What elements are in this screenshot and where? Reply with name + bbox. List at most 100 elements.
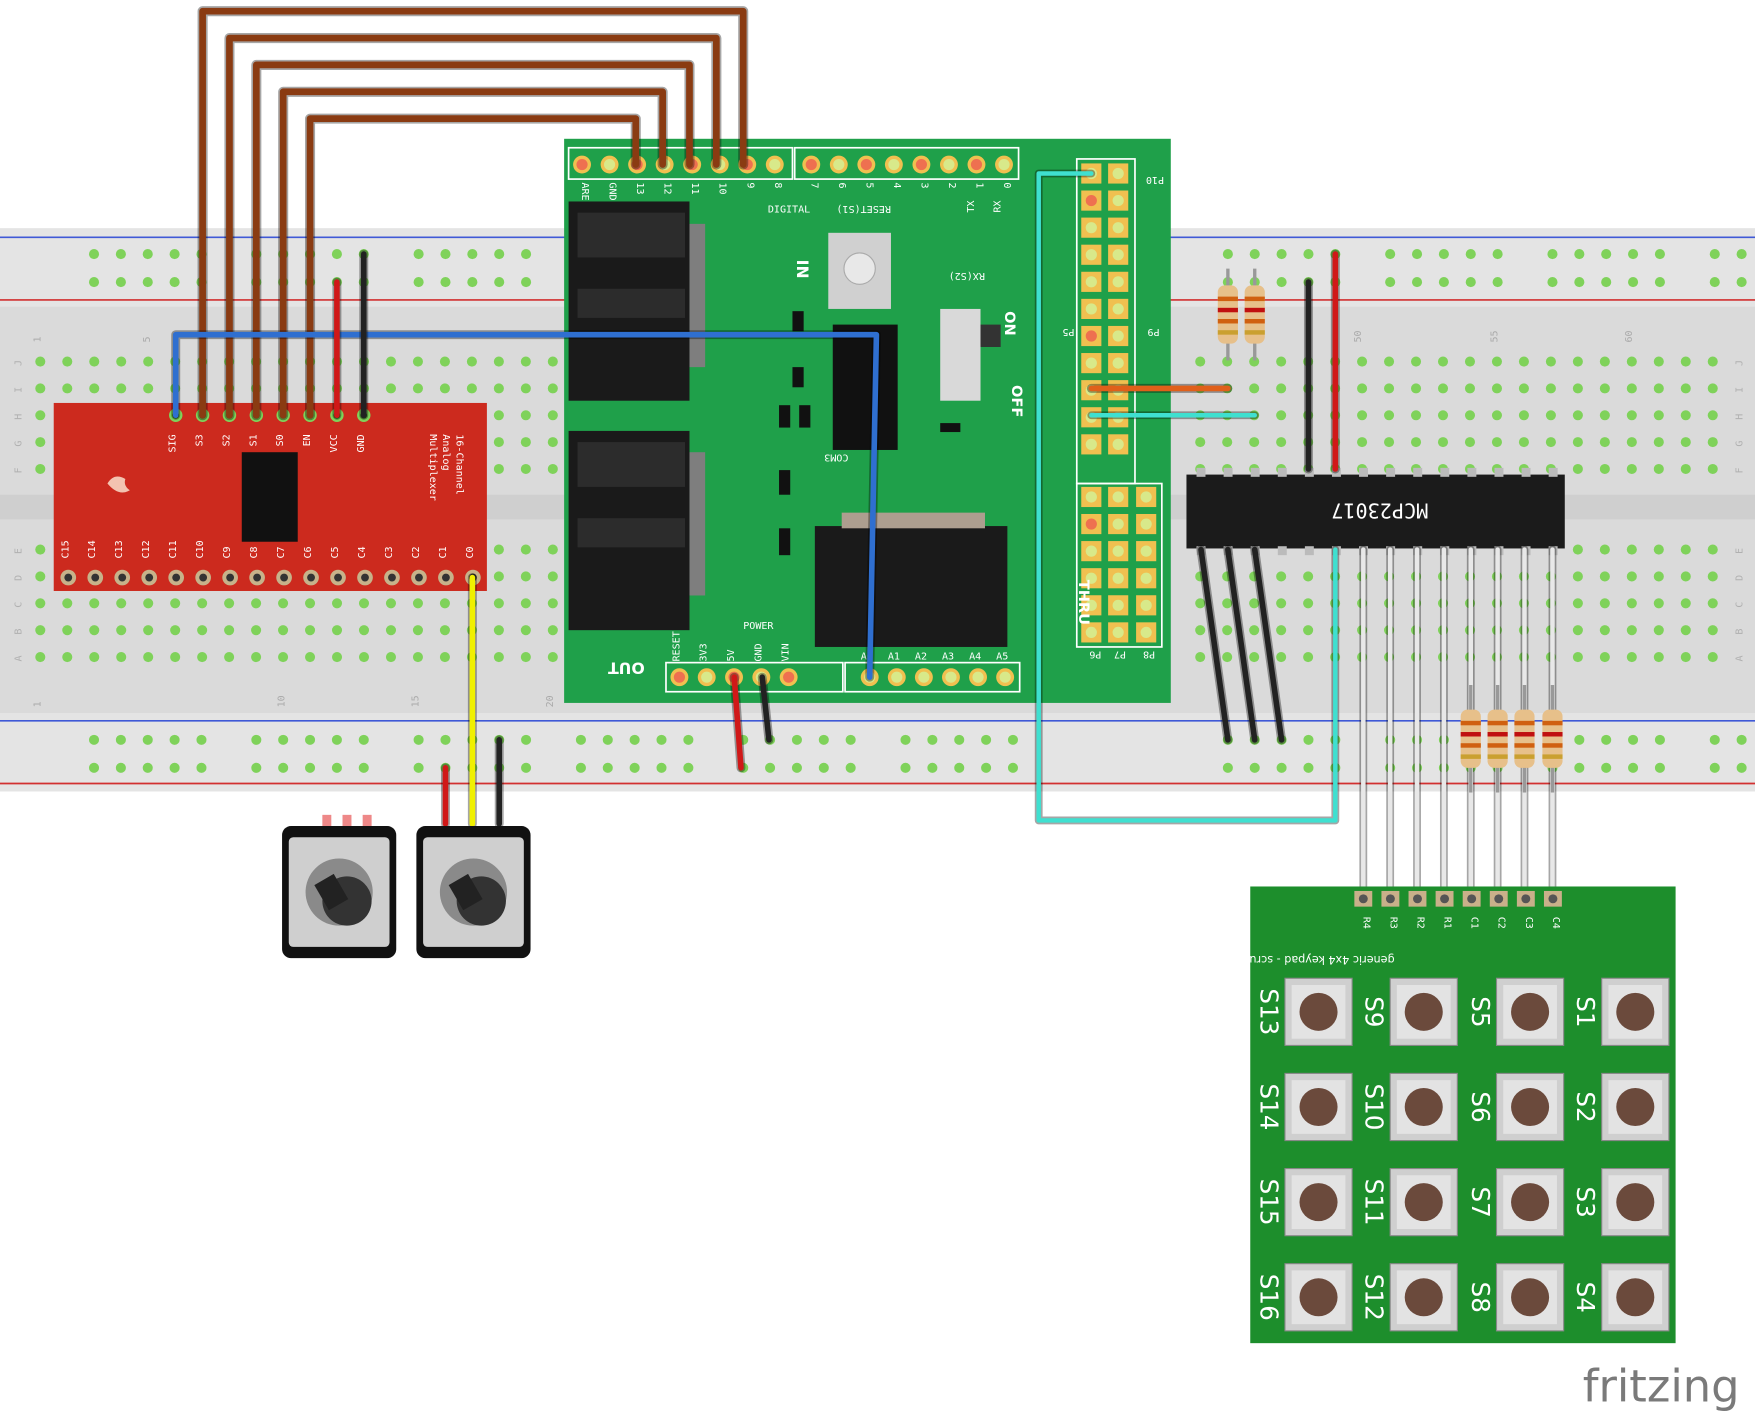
breadboard-hole [278, 762, 289, 773]
keypad-key-label: S6 [1466, 1091, 1495, 1122]
breadboard-hole [1411, 249, 1423, 260]
mux-bottom-pin-label: C3 [384, 546, 395, 558]
breadboard-hole [412, 383, 423, 394]
breadboard-hole [1303, 625, 1314, 636]
side-header-pin-hole [1112, 491, 1124, 503]
breadboard-hole [1599, 571, 1610, 582]
wire-s0 [279, 88, 666, 419]
breadboard-hole [88, 249, 100, 260]
breadboard-hole [1572, 383, 1583, 394]
side-header-pin-hole [1140, 491, 1152, 503]
breadboard-hole [1007, 762, 1019, 773]
mux-bottom-pin-hole [145, 573, 154, 582]
breadboard-hole [35, 571, 46, 582]
shield-analog-pin-hole [999, 671, 1011, 683]
shield-analog-pin-label: A1 [888, 651, 900, 662]
breadboard-hole [1654, 249, 1665, 260]
mux-bottom-pin-hole [280, 573, 288, 582]
breadboard-hole [196, 762, 207, 773]
breadboard-hole [520, 571, 531, 582]
reset-button[interactable] [828, 232, 891, 309]
breadboard-hole [385, 356, 397, 367]
shield-digital-pin-hole [998, 158, 1010, 171]
breadboard-hole [385, 625, 397, 636]
breadboard-hole [143, 383, 154, 394]
breadboard-hole [1626, 651, 1637, 663]
pullup-resistor-1-band [1217, 307, 1238, 313]
potentiometer-2[interactable] [416, 826, 531, 959]
keypad-pin-hole [1494, 894, 1504, 904]
breadboard-hole [547, 463, 558, 475]
breadboard-hole [1437, 410, 1449, 421]
row-letter-right: F [1735, 467, 1746, 473]
shield-digital-pin-label: 7 [808, 182, 819, 188]
breadboard-hole [1680, 437, 1691, 448]
shield-digital-pin-label: AREF [579, 182, 590, 206]
fritzing-watermark: fritzing [1583, 1359, 1740, 1411]
keypad-key-label: S5 [1466, 996, 1495, 1027]
breadboard-hole [358, 651, 370, 663]
breadboard-hole [1572, 625, 1583, 636]
breadboard-hole [413, 762, 424, 773]
breadboard-hole [1707, 463, 1718, 475]
power-label: POWER [743, 621, 774, 632]
keypad-key-label: S12 [1360, 1274, 1389, 1321]
keypad-resistor-4-band [1542, 743, 1563, 748]
breadboard-hole [115, 249, 126, 260]
breadboard-hole [1410, 356, 1422, 367]
breadboard-hole [818, 762, 829, 773]
breadboard-hole [358, 598, 370, 609]
keypad-key-label: S2 [1571, 1091, 1600, 1122]
side-header-pin-hole [1112, 249, 1124, 261]
breadboard-hole [224, 651, 235, 663]
breadboard-hole [493, 598, 504, 609]
breadboard-hole [1222, 762, 1233, 773]
breadboard-hole [493, 356, 504, 367]
side-header-pin-hole [1112, 222, 1124, 234]
keypad-key-label: S4 [1571, 1282, 1600, 1313]
breadboard-hole [1626, 544, 1637, 555]
on-off-switch[interactable] [940, 308, 981, 401]
keypad-key-label: S1 [1571, 996, 1600, 1027]
keypad-pin-hole [1548, 894, 1558, 904]
keypad-resistor-1-band [1460, 720, 1481, 726]
breadboard-hole [1736, 277, 1747, 288]
breadboard-hole [1654, 734, 1665, 745]
breadboard-hole [1654, 762, 1665, 773]
side-header-pin-hole [1085, 599, 1097, 611]
breadboard-hole [1465, 277, 1476, 288]
breadboard-hole [1653, 437, 1664, 448]
side-label-p10: P10 [1146, 174, 1164, 185]
breadboard-hole [278, 598, 289, 609]
breadboard-hole [143, 356, 154, 367]
breadboard-hole [1707, 410, 1718, 421]
row-letter-left: I [13, 387, 24, 393]
breadboard-hole [1222, 651, 1233, 663]
side-header-pin-hole [1112, 626, 1124, 639]
potentiometer-1[interactable] [282, 814, 397, 959]
breadboard-hole [1572, 598, 1583, 609]
breadboard-hole [1384, 437, 1395, 448]
keypad-pin-label: C3 [1523, 917, 1534, 929]
ic-pin-top [1440, 467, 1450, 477]
side-header-pin-hole [1085, 438, 1097, 450]
breadboard-hole [142, 249, 153, 260]
breadboard-hole [1572, 356, 1583, 367]
keypad-key-cap [1616, 1183, 1655, 1222]
ic-pin-top [1521, 467, 1531, 477]
breadboard-hole [547, 598, 558, 609]
breadboard-hole [143, 598, 154, 609]
ic-pin-bottom [1304, 546, 1314, 556]
breadboard-hole [1572, 437, 1583, 448]
breadboard-hole [169, 277, 180, 288]
breadboard-hole [547, 571, 558, 582]
ic-pin-top [1223, 467, 1233, 477]
breadboard-hole [1384, 383, 1395, 394]
wire-a1 [1225, 546, 1258, 743]
breadboard-hole [1599, 410, 1610, 421]
keypad-key-cap [1404, 992, 1443, 1031]
breadboard-hole [602, 762, 613, 773]
shield-digital-pin-label: 4 [891, 182, 902, 188]
